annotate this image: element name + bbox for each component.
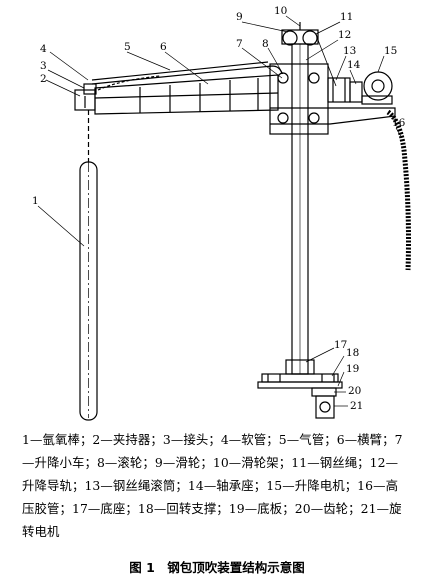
- cross-arm-part-6: [94, 74, 279, 115]
- label-7: 7: [236, 38, 243, 50]
- hose-part-16: [386, 109, 411, 271]
- pulley-frame-part-10: [281, 22, 319, 46]
- guide-rail-part-12: [291, 43, 309, 375]
- legend-line: 压胶管；17—底座；18—回转支撑；19—底板；20—齿轮；21—旋: [22, 501, 402, 516]
- label-10: 10: [274, 5, 287, 17]
- gear-part-20: [311, 387, 337, 397]
- legend-line: —升降小车；8—滚轮；9—滑轮；10—滑轮架；11—钢丝绳；12—: [22, 455, 399, 470]
- bearing-seat-part-14: [349, 81, 363, 103]
- base-plate-part-19: [257, 381, 343, 389]
- label-2: 2: [40, 73, 47, 85]
- legend-line: 转电机: [22, 524, 60, 539]
- label-3: 3: [40, 60, 47, 72]
- label-4: 4: [40, 43, 47, 55]
- label-21: 21: [350, 400, 363, 412]
- legend-line: 1—氩氧棒；2—夹持器；3—接头；4—软管；5—气管；6—横臂；7: [22, 432, 403, 447]
- lance-part-1: [79, 110, 98, 421]
- label-13: 13: [343, 45, 356, 57]
- legend: 1—氩氧棒；2—夹持器；3—接头；4—软管；5—气管；6—横臂；7 —升降小车；…: [22, 428, 430, 543]
- label-17: 17: [334, 339, 347, 351]
- label-8: 8: [262, 38, 269, 50]
- label-18: 18: [346, 347, 359, 359]
- structure-diagram: 1 2 3 4 5 6 7 8 9 10 11 12 13 14 15 16 1…: [32, 5, 411, 421]
- label-9: 9: [236, 11, 243, 23]
- gas-pipe-part-5: [91, 61, 283, 91]
- label-19: 19: [346, 363, 359, 375]
- gripper-part-2: [74, 83, 97, 111]
- label-6: 6: [160, 41, 167, 53]
- legend-line: 升降导轨；13—钢丝绳滚筒；14—轴承座；15—升降电机；16—高: [22, 478, 399, 493]
- label-15: 15: [384, 45, 397, 57]
- slewing-motor-part-21: [315, 395, 335, 419]
- label-14: 14: [347, 59, 361, 71]
- label-16: 16: [392, 117, 406, 129]
- label-5: 5: [124, 41, 131, 53]
- rope-drum-part-13: [327, 77, 351, 103]
- figure-caption: 图 1 钢包顶吹装置结构示意图: [129, 560, 305, 575]
- label-12: 12: [338, 29, 351, 41]
- lifting-motor-part-15: [361, 71, 393, 105]
- label-1: 1: [32, 195, 39, 207]
- label-11: 11: [340, 11, 353, 23]
- label-20: 20: [348, 385, 361, 397]
- slewing-support-part-18: [261, 373, 339, 383]
